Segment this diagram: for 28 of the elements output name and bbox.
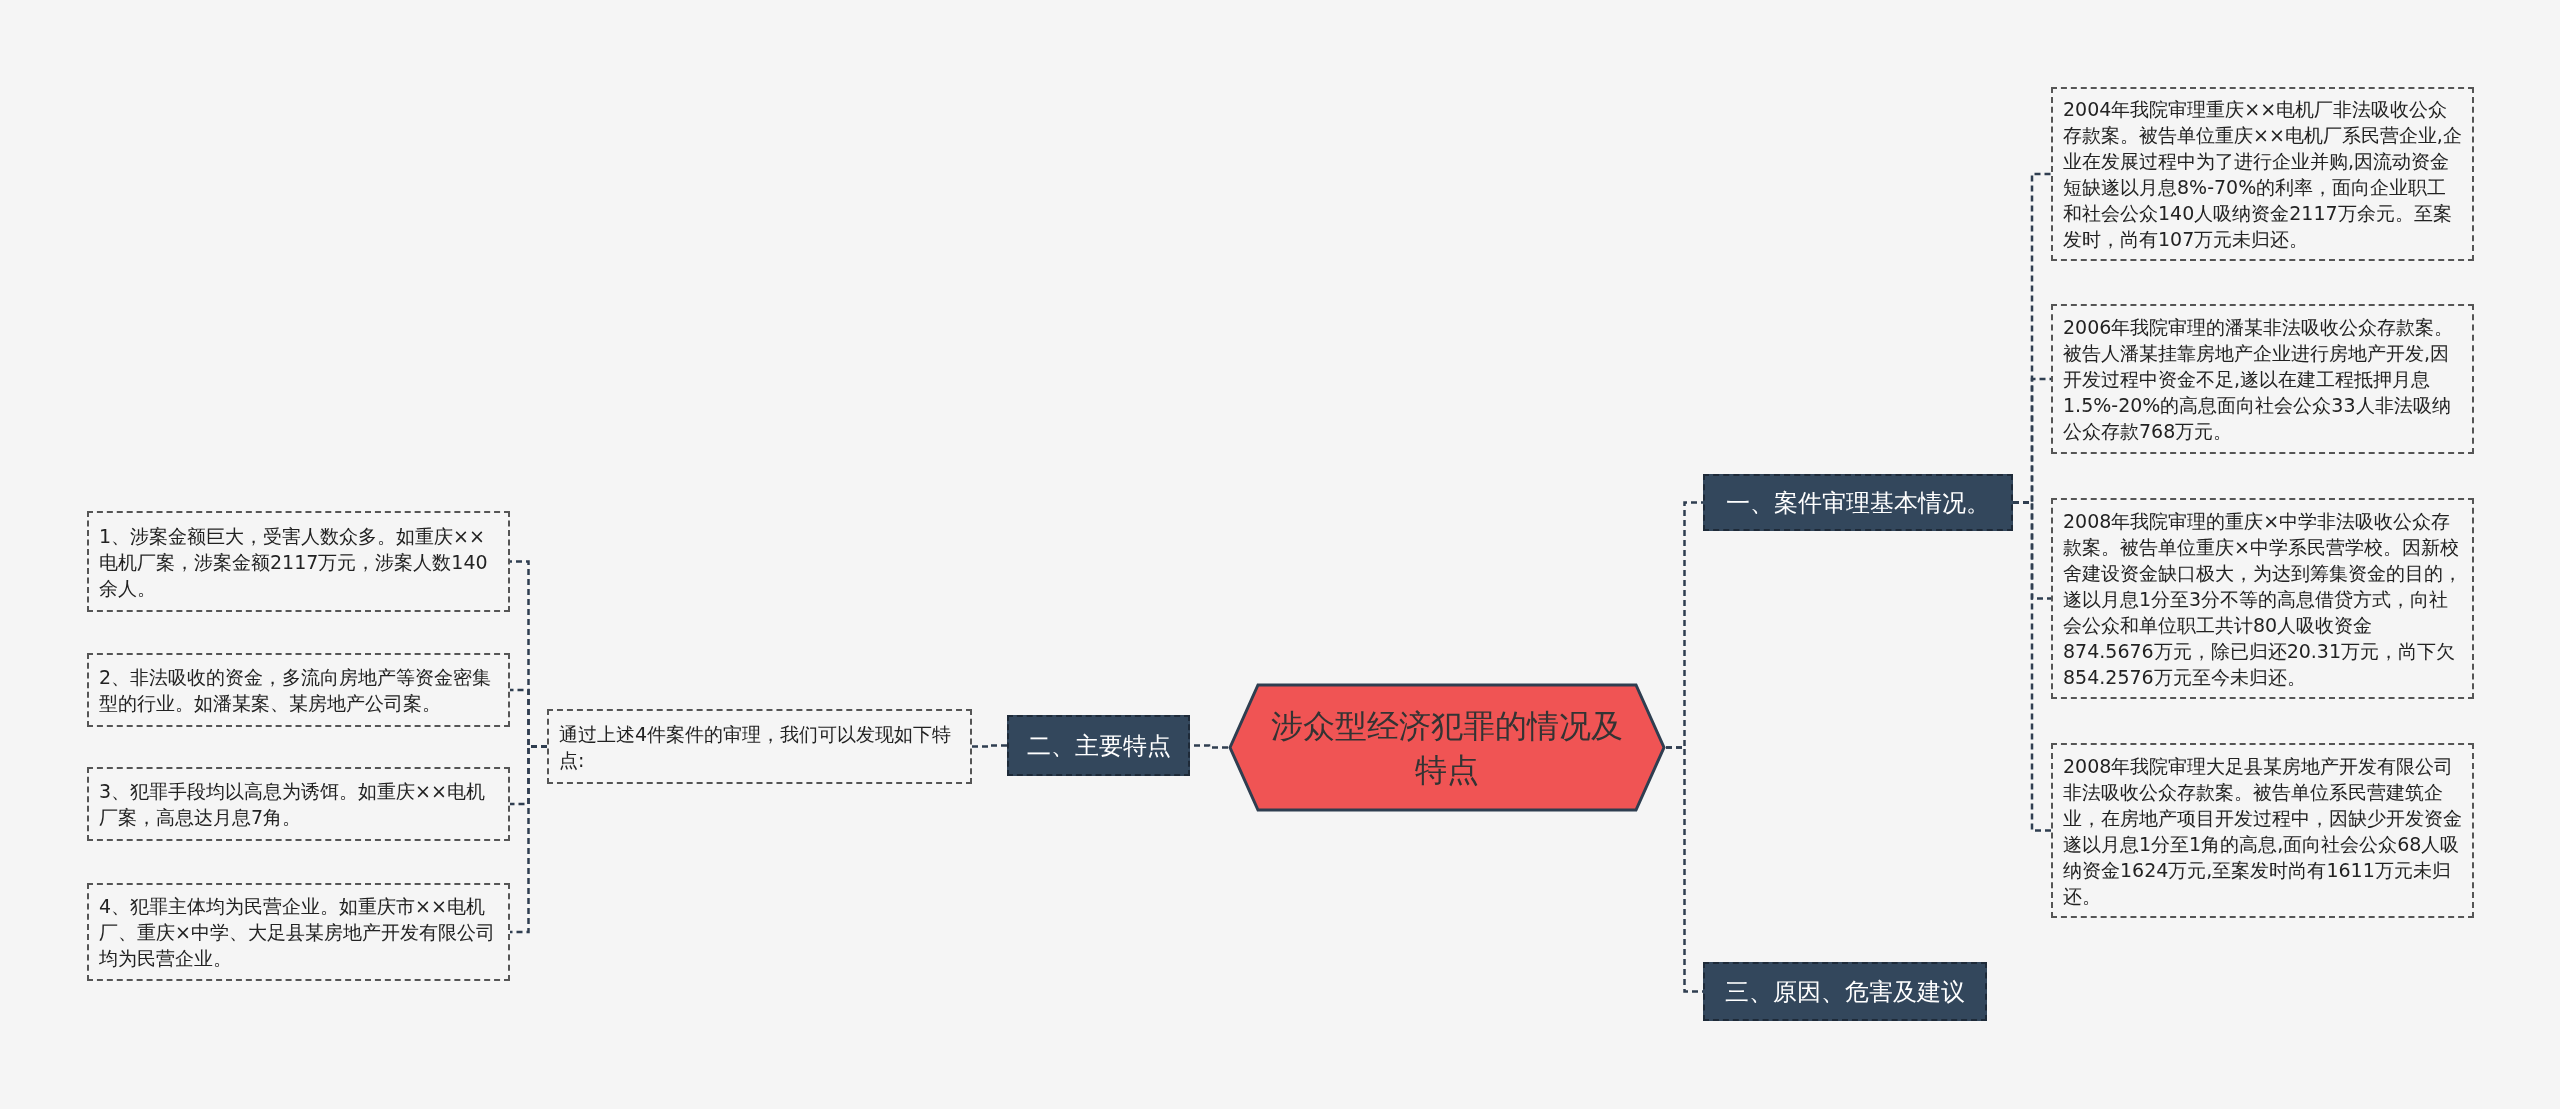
topic-label: 二、主要特点: [1026, 730, 1171, 762]
topic-box: [1007, 715, 1190, 776]
connector: [972, 744, 1007, 748]
connector: [510, 745, 547, 934]
note-text: 4、犯罪主体均为民营企业。如重庆市××电机厂、重庆×中学、大足县某房地产开发有限公司均为民营企业。: [99, 894, 496, 971]
topic-label: 一、案件审理基本情况。: [1726, 487, 1990, 519]
note-box: [2051, 87, 2474, 261]
topic-box: [1703, 962, 1987, 1021]
connector: [2013, 501, 2051, 832]
topic-box: [1703, 474, 2013, 531]
note-text: 2、非法吸收的资金，多流向房地产等资金密集型的行业。如潘某案、某房地产公司案。: [99, 665, 493, 716]
note-box: [87, 767, 510, 841]
note-text: 2008年我院审理的重庆×中学非法吸收公众存款案。被告单位重庆×中学系民营学校。因新校舍建设资金缺口极大，为达到筹集资金的目的，遂以月息1分至3分不等的高息借贷方式，向社会公众和单位职工共计80人吸收资金874.5676万元，除已归还20.31万元，尚下欠854.2576万元至今未归还。: [2063, 508, 2462, 690]
note-box: [87, 653, 510, 727]
central-topic-hexagon: [1228, 683, 1666, 812]
note-text: 1、涉案金额巨大，受害人数众多。如重庆××电机厂案，涉案金额2117万元，涉案人数140余人。: [99, 523, 489, 601]
note-text: 2004年我院审理重庆××电机厂非法吸收公众存款案。被告单位重庆××电机厂系民营企业,企业在发展过程中为了进行企业并购,因流动资金短缺遂以月息8%-70%的利率，面向企业职工和社会公众140人吸纳资金2117万余元。至案发时，尚有107万元未归还。: [2063, 97, 2462, 252]
note-box: [87, 883, 510, 981]
topic-label: 涉众型经济犯罪的情况及特点: [1270, 705, 1624, 791]
note-text: 通过上述4件案件的审理，我们可以发现如下特点:: [559, 721, 953, 773]
note-box: [87, 511, 510, 612]
note-box: [547, 709, 972, 784]
note-box: [2051, 304, 2474, 454]
note-text: 2008年我院审理大足县某房地产开发有限公司非法吸收公众存款案。被告单位系民营建筑企业，在房地产项目开发过程中，因缺少开发资金遂以月息1分至1角的高息,面向社会公众68人吸纳资金1624万元,至案发时尚有1611万元未归还。: [2063, 753, 2462, 909]
topic-label: 三、原因、危害及建议: [1725, 976, 1965, 1008]
note-text: 3、犯罪手段均以高息为诱饵。如重庆××电机厂案，高息达月息7角。: [99, 779, 486, 830]
note-box: [2051, 743, 2474, 918]
note-text: 2006年我院审理的潘某非法吸收公众存款案。被告人潘某挂靠房地产企业进行房地产开发,因开发过程中资金不足,遂以在建工程抵押月息1.5%-20%的高息面向社会公众33人非法吸纳公众存款768万元。: [2063, 315, 2455, 444]
